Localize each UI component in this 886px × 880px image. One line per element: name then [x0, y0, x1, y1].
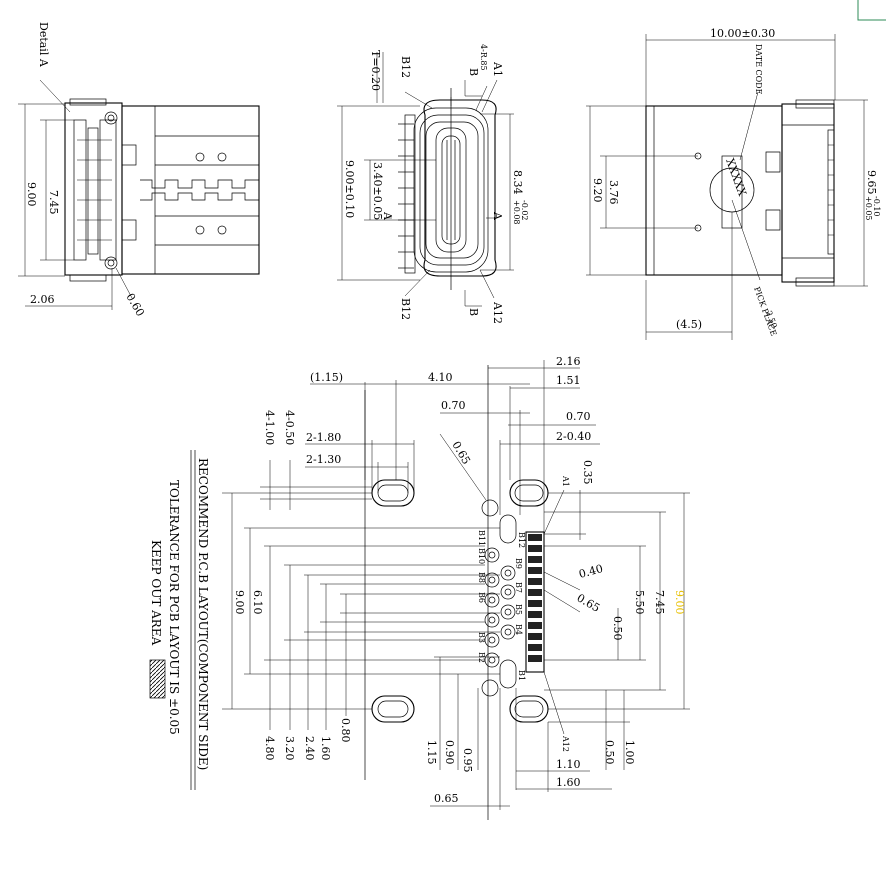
front-radius: 4-R.85: [479, 44, 488, 71]
pcb-dim-550: 5.50: [633, 590, 646, 615]
front-pin-a1: A1: [491, 61, 504, 77]
front-view: T=0.20 B12 B 4-R.85 A1: [337, 44, 529, 324]
front-dim-opening: 3.40±0.05: [371, 162, 384, 220]
pcb-dim-070a: 0.70: [441, 399, 466, 412]
top-dim-total-tol-minus: -0.10: [872, 196, 881, 217]
pcb-dim-035: 0.35: [581, 460, 594, 485]
pin-b9: B9: [514, 558, 523, 569]
pcb-dim-2-180: 2-1.80: [306, 431, 341, 444]
pin-b4: B4: [514, 624, 523, 635]
detail-a-label: Detail A: [37, 22, 50, 68]
pcb-dim-900-right[interactable]: 9.00: [673, 590, 686, 615]
keep-out-swatch: [149, 659, 166, 699]
pcb-dim-745: 7.45: [653, 590, 666, 615]
pcb-dim-160-left: 1.60: [319, 736, 332, 761]
side-dim-bottom: 2.06: [30, 293, 55, 306]
pin-b11: B11: [477, 530, 486, 546]
side-view: Detail A 9.00: [18, 22, 260, 319]
pcb-dim-216: 2.16: [556, 355, 581, 368]
pcb-dim-900-left: 9.00: [233, 590, 246, 615]
pin-b5: B5: [514, 604, 523, 615]
front-section-b-top: B: [467, 68, 480, 76]
front-section-a-right: A: [491, 211, 504, 221]
side-dim-corner: 0.60: [123, 291, 147, 319]
pcb-dim-2-040: 2-0.40: [556, 430, 591, 443]
pin-b2: B2: [477, 652, 486, 663]
pcb-dim-151: 1.51: [556, 374, 581, 387]
front-section-a-left: A: [381, 211, 394, 221]
front-section-b-bottom: B: [467, 308, 480, 316]
pcb-dim-160-bottom: 1.60: [556, 776, 581, 789]
pcb-dim-090: 0.90: [443, 740, 456, 765]
pcb-dim-240: 2.40: [303, 736, 316, 761]
top-date-code: DATE CODE: [754, 44, 763, 95]
pcb-dim-320: 3.20: [283, 736, 296, 761]
pcb-dim-095: 0.95: [461, 748, 474, 773]
pin-b8: B8: [477, 572, 486, 583]
front-dim-height-tol-minus: -0.02: [520, 200, 529, 221]
pcb-dim-ref: (1.15): [310, 371, 343, 384]
top-dim-ref: (4.5): [676, 318, 702, 331]
front-pin-a12: A12: [491, 301, 504, 324]
side-dim-inner: 7.45: [47, 190, 60, 215]
pcb-dim-040: 0.40: [577, 562, 604, 581]
pin-b3: B3: [477, 632, 486, 643]
top-view: 10.00±0.30 DATE CODE XXXXX 3.76 9.20: [586, 27, 881, 340]
pin-b6: B6: [477, 592, 486, 603]
pcb-dim-050-right: 0.50: [611, 616, 624, 641]
front-thickness: T=0.20: [369, 50, 382, 91]
pcb-note-1: RECOMMEND P.C.B LAYOUT(COMPONENT SIDE): [196, 458, 210, 770]
pin-b7: B7: [514, 582, 523, 593]
corner-mark: [857, 0, 886, 21]
pin-b12: B12: [517, 532, 526, 548]
pin-b1: B1: [517, 670, 526, 681]
pcb-dim-080: 0.80: [339, 718, 352, 743]
pcb-dim-115: 1.15: [425, 740, 438, 765]
pcb-dim-110: 1.10: [556, 758, 581, 771]
top-dim-total: 9.65: [865, 170, 878, 195]
pcb-dim-4-100: 4-1.00: [263, 410, 276, 445]
top-dim-hole-spacing: 3.76: [607, 180, 620, 205]
top-marking: XXXXX: [723, 157, 749, 198]
pcb-dim-410: 4.10: [428, 371, 453, 384]
pcb-dim-100: 1.00: [623, 740, 636, 765]
pcb-dim-070b: 0.70: [566, 410, 591, 423]
pcb-layout: RECOMMEND P.C.B LAYOUT(COMPONENT SIDE) T…: [149, 355, 690, 820]
top-dim-width: 9.20: [591, 178, 604, 203]
pin-a1: A1: [561, 475, 570, 487]
side-dim-height: 9.00: [25, 182, 38, 207]
top-dim-length: 10.00±0.30: [710, 27, 775, 40]
front-pin-b12-top: B12: [399, 56, 412, 78]
pcb-note-2: TOLERANCE FOR PCB LAYOUT IS ±0.05: [167, 480, 181, 735]
pcb-note-3: KEEP OUT AREA: [149, 540, 163, 646]
pcb-dim-065-bottom: 0.65: [434, 792, 459, 805]
pcb-dim-4-050: 4-0.50: [283, 410, 296, 445]
pcb-dim-2-130: 2-1.30: [306, 453, 341, 466]
top-dim-total-tol-plus: +0.05: [864, 196, 873, 221]
front-pin-b12-bottom: B12: [399, 298, 412, 320]
front-dim-height: 8.34: [511, 170, 524, 195]
pin-a12: A12: [561, 735, 570, 752]
pcb-dim-480: 4.80: [263, 736, 276, 761]
pcb-dim-050b: 0.50: [603, 740, 616, 765]
front-dim-height-tol-plus: +0.08: [512, 200, 521, 225]
pin-b10: B10: [477, 548, 486, 564]
front-dim-outer: 9.00±0.10: [343, 160, 356, 218]
pcb-dim-610: 6.10: [251, 590, 264, 615]
